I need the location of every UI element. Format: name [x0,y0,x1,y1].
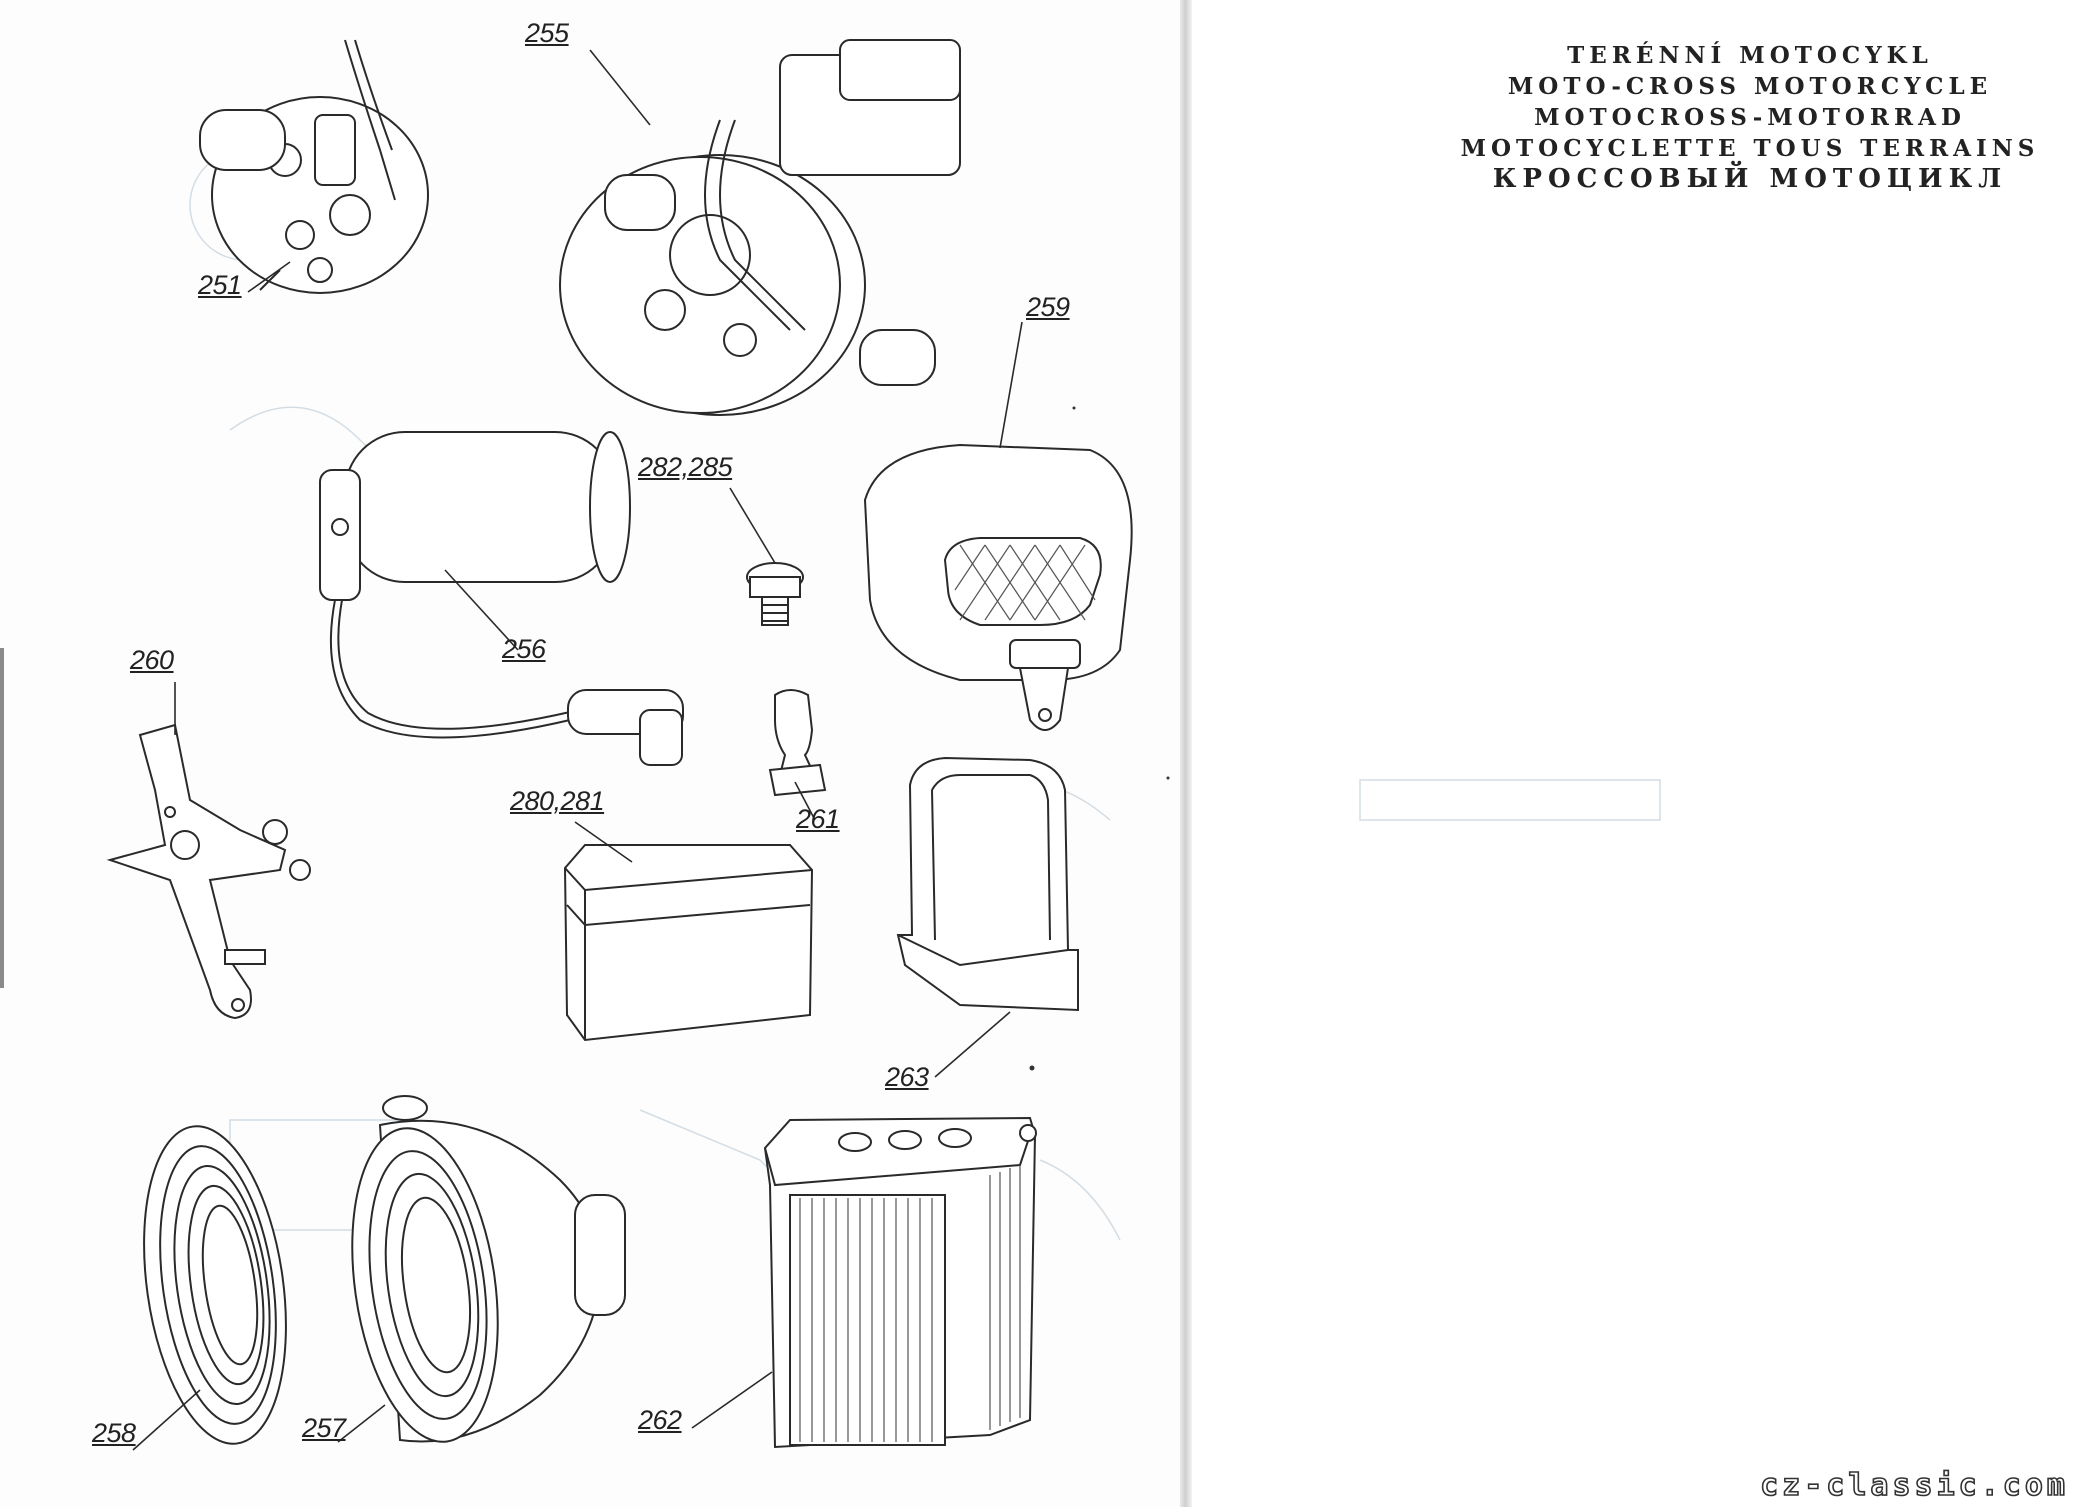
callout-257: 257 [302,1413,346,1443]
book-fold [1180,0,1192,1507]
callout-258: 258 [92,1418,136,1448]
leader-lines [132,49,1023,1451]
scan-specks [1029,406,1170,1071]
watermark: cz-classic.com [1759,1467,2069,1504]
title-english: MOTO-CROSS MOTORCYCLE [1507,73,1993,100]
callout-261: 261 [796,804,840,834]
callout-251: 251 [198,270,242,300]
callout-260: 260 [130,645,174,675]
title-russian: КРОССОВЫЙ МОТОЦИКЛ [1492,164,2008,194]
part-263-cover [896,756,1079,1012]
part-282-screw [746,562,804,626]
callout-255: 255 [525,18,569,48]
callout-262: 262 [638,1405,682,1435]
part-255-magneto [559,39,961,416]
page-title-block: TERÉNNÍ MOTOCYKL MOTO-CROSS MOTORCYCLE M… [1430,40,2070,195]
title-german: MOTOCROSS-MOTORRAD [1534,104,1966,131]
part-280-box [563,844,814,1042]
part-259-tail-lamp [863,443,1133,731]
part-256-ignition-coil [319,431,684,766]
part-257-headlamp-shell [351,1095,626,1443]
part-251-breaker-plate [199,39,429,294]
title-czech: TERÉNNÍ MOTOCYKL [1567,42,1933,69]
part-260-bracket [106,723,311,1020]
callout-282-285: 282,285 [638,452,733,482]
callout-259: 259 [1026,292,1070,322]
part-261-clip [768,689,827,797]
callout-263: 263 [885,1062,929,1092]
callout-280-281: 280,281 [510,786,605,816]
callout-256: 256 [502,634,546,664]
scan-edge-mark [0,648,4,988]
part-258-headlamp-rim [143,1125,287,1445]
title-french: MOTOCYCLETTE TOUS TERRAINS [1460,135,2040,162]
part-262-battery [763,1116,1037,1449]
right-page [1185,0,2091,1507]
